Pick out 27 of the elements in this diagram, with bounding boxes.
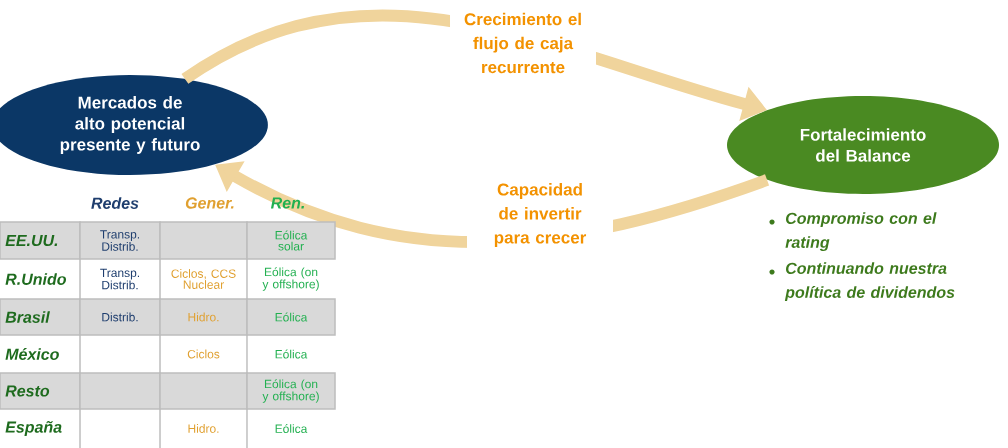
ellipse-node: Fortalecimiento del Balance	[727, 96, 999, 194]
table-cell: Distrib.	[79, 298, 161, 336]
column-header: Gener.	[185, 197, 234, 209]
table-cell: Eólica (on y offshore)	[246, 372, 336, 410]
column-header: Ren.	[270, 197, 304, 209]
table-cell: Hidro.	[159, 298, 248, 336]
table-cell: Transp. Distrib.	[100, 268, 140, 290]
column-header: Redes	[91, 197, 139, 209]
row-header: R.Unido	[5, 273, 66, 285]
edge-label: Crecimiento el flujo de caja recurrente	[450, 9, 596, 77]
row-header: España	[5, 421, 62, 436]
table-cell: Ciclos, CCS Nuclear	[171, 269, 236, 289]
table-cell: Eólica solar	[246, 221, 336, 260]
table-cell: Eólica	[275, 424, 308, 433]
table-cell: Hidro.	[188, 424, 219, 433]
row-header: México	[5, 348, 59, 360]
table-cell: Brasil	[0, 298, 81, 336]
table-cell: Transp. Distrib.	[79, 221, 161, 260]
bullet-item: Continuando nuestra política de dividendos	[769, 262, 955, 302]
table-cell: Eólica (on y offshore)	[262, 267, 319, 291]
table-cell: Resto	[0, 372, 81, 410]
table-cell: Eólica	[246, 298, 336, 336]
table-cell: EE.UU.	[0, 221, 81, 260]
table-cell: Ciclos	[187, 349, 220, 359]
edge-label: Capacidad de invertir para crecer	[467, 180, 613, 250]
bullet-item: Compromiso con el rating	[769, 212, 937, 252]
table-cell: Eólica	[275, 349, 308, 359]
